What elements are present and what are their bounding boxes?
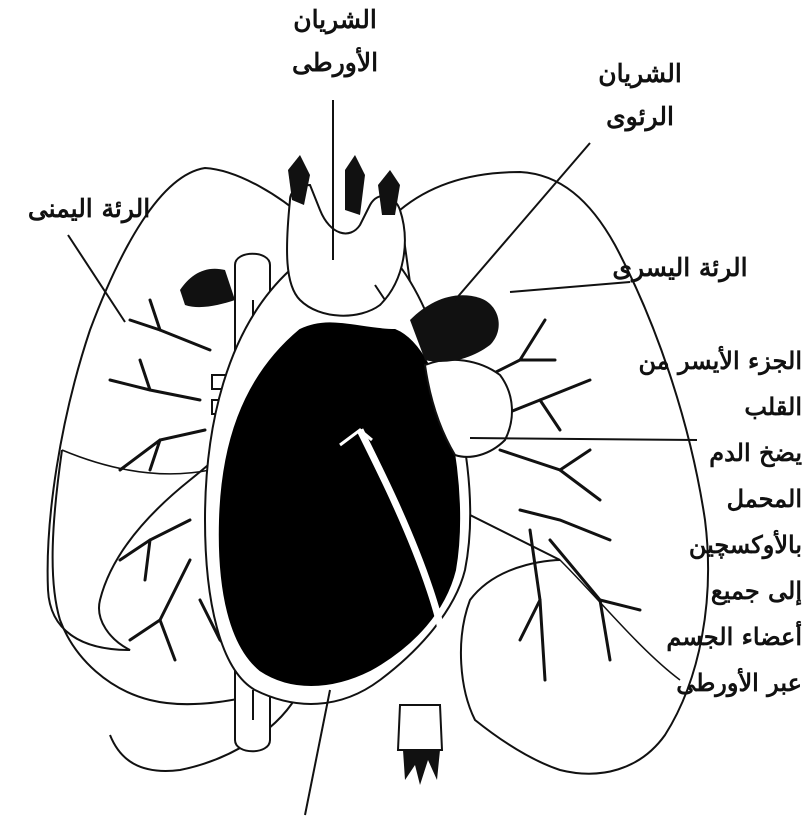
bottom-leader-line <box>305 690 330 815</box>
right-lung-label: الرئة اليمنى <box>4 193 174 224</box>
description-line-6: إلى جميع <box>640 568 802 614</box>
aorta-label: الشريان الأورطى <box>255 4 415 79</box>
pulmonary-artery-label-line-1: الشريان <box>565 58 715 89</box>
description-line-1: الجزء الأيسر من <box>640 338 802 384</box>
description-line-2: القلب <box>640 384 802 430</box>
aorta-label-line-1: الشريان <box>255 4 415 35</box>
descending-aorta <box>398 705 442 750</box>
pulmonary-artery-label: الشريان الرئوى <box>565 58 715 133</box>
pulmonary-artery-label-line-2: الرئوى <box>565 101 715 132</box>
aorta-label-line-2: الأورطى <box>255 47 415 78</box>
left-heart-description: الجزء الأيسر من القلب يضخ الدم المحمل با… <box>640 338 802 706</box>
left-lung-label: الرئة اليسرى <box>590 252 770 283</box>
description-line-3: يضخ الدم <box>640 430 802 476</box>
description-line-7: أعضاء الجسم <box>640 614 802 660</box>
description-line-5: بالأوكسچين <box>640 522 802 568</box>
description-line-4: المحمل <box>640 476 802 522</box>
description-line-8: عبر الأورطى <box>640 660 802 706</box>
